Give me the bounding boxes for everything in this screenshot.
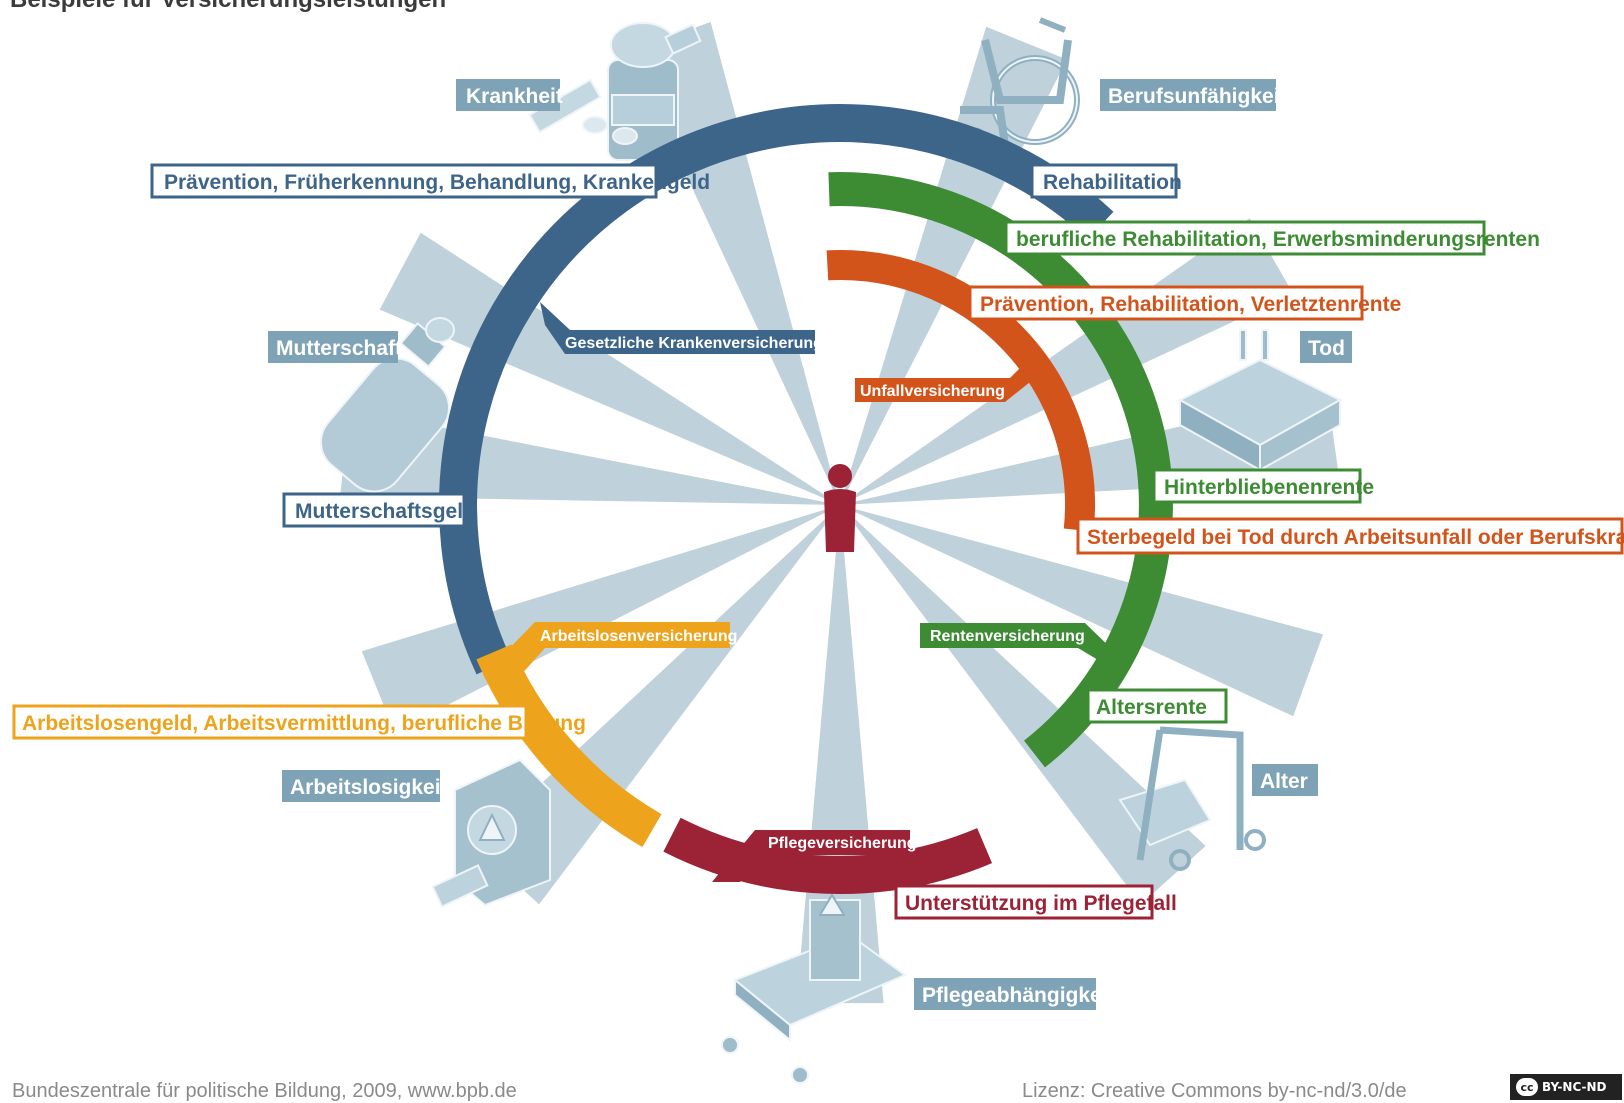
risk-tod: Tod <box>1300 331 1352 363</box>
diagram-title: Beispiele für Versicherungsleistungen <box>10 0 446 14</box>
cc-license-badge[interactable]: cc BY-NC-ND <box>1510 1074 1622 1100</box>
svg-text:Sterbegeld bei Tod durch Arbei: Sterbegeld bei Tod durch Arbeitsunfall o… <box>1087 526 1624 549</box>
svg-text:Krankheit: Krankheit <box>466 85 563 108</box>
unfallversicherung-arc <box>826 249 1096 532</box>
risk-alter: Alter <box>1252 764 1318 796</box>
light-ray <box>361 505 840 732</box>
person-icon <box>824 464 856 552</box>
svg-text:Alter: Alter <box>1260 770 1308 793</box>
tab-pflegeversicherung: Pflegeversicherung <box>712 830 917 882</box>
coffin-illustration <box>1177 329 1343 472</box>
medicine-illustration <box>528 22 702 161</box>
svg-text:Tod: Tod <box>1308 337 1345 360</box>
svg-text:Rehabilitation: Rehabilitation <box>1043 171 1182 194</box>
tab-krankenversicherung: Gesetzliche Krankenversicherung <box>540 302 823 354</box>
benefit-uv-sterbegeld: Sterbegeld bei Tod durch Arbeitsunfall o… <box>1076 517 1624 555</box>
risk-mutterschaft: Mutterschaft <box>268 331 402 363</box>
light-ray <box>474 505 840 905</box>
tab-rentenversicherung: Rentenversicherung <box>920 623 1118 672</box>
care-bed-illustration <box>721 893 908 1084</box>
benefit-rv-erwerbsminderung: berufliche Rehabilitation, Erwerbsminder… <box>1004 220 1540 256</box>
arbeitslosenversicherung-arc <box>476 644 662 848</box>
benefit-kv-rehabilitation: Rehabilitation <box>1030 163 1182 199</box>
cc-badge-text: BY-NC-ND <box>1542 1080 1607 1094</box>
pflegeversicherung-arc <box>663 817 993 894</box>
svg-text:Arbeitslosengeld, Arbeitsvermi: Arbeitslosengeld, Arbeitsvermittlung, be… <box>22 712 586 735</box>
svg-text:berufliche Rehabilitation, Erw: berufliche Rehabilitation, Erwerbsminder… <box>1016 228 1540 251</box>
svg-text:Unterstützung im Pflegefall: Unterstützung im Pflegefall <box>905 892 1177 915</box>
rentenversicherung-label: Rentenversicherung <box>930 628 1085 645</box>
light-ray <box>379 232 840 505</box>
svg-text:Hinterbliebenenrente: Hinterbliebenenrente <box>1164 476 1374 499</box>
tab-arbeitslosenversicherung: Arbeitslosenversicherung <box>498 622 737 676</box>
baby-bottle-illustration <box>320 317 455 493</box>
benefit-uv-praevention: Prävention, Rehabilitation, Verletztenre… <box>968 285 1401 321</box>
svg-text:Berufsunfähigkeit: Berufsunfähigkeit <box>1108 85 1287 108</box>
light-ray <box>840 505 1323 717</box>
washing-machine-illustration <box>431 758 551 908</box>
svg-text:Arbeitslosigkeit: Arbeitslosigkeit <box>290 776 448 799</box>
benefit-alv-arbeitslosengeld: Arbeitslosengeld, Arbeitsvermittlung, be… <box>12 704 586 740</box>
benefit-rv-altersrente: Altersrente <box>1086 688 1228 724</box>
source-credit: Bundeszentrale für politische Bildung, 2… <box>12 1080 517 1102</box>
krankenversicherung-label: Gesetzliche Krankenversicherung <box>565 335 823 352</box>
svg-text:Prävention, Früherkennung, Beh: Prävention, Früherkennung, Behandlung, K… <box>164 171 710 194</box>
benefit-kv-praevention: Prävention, Früherkennung, Behandlung, K… <box>150 163 710 199</box>
benefit-pv-pflegefall: Unterstützung im Pflegefall <box>894 884 1177 920</box>
walker-illustration <box>1118 726 1266 871</box>
risk-krankheit: Krankheit <box>456 79 563 111</box>
svg-text:Mutterschaft: Mutterschaft <box>276 337 402 360</box>
unfallversicherung-label: Unfallversicherung <box>860 383 1005 400</box>
risk-pflegeabhaengigkeit: Pflegeabhängigkeit <box>914 978 1115 1010</box>
benefit-kv-mutterschaftsgeld: Mutterschaftsgeld <box>282 492 476 528</box>
risk-arbeitslosigkeit: Arbeitslosigkeit <box>282 770 448 802</box>
tab-unfallversicherung: Unfallversicherung <box>855 358 1030 402</box>
benefit-rv-hinterbliebenenrente: Hinterbliebenenrente <box>1152 468 1374 504</box>
arbeitslosenversicherung-label: Arbeitslosenversicherung <box>540 628 737 645</box>
light-ray <box>840 505 1206 905</box>
svg-text:Altersrente: Altersrente <box>1096 696 1207 719</box>
pflegeversicherung-label: Pflegeversicherung <box>768 835 917 852</box>
svg-text:Pflegeabhängigkeit: Pflegeabhängigkeit <box>922 984 1115 1007</box>
svg-text:Prävention, Rehabilitation, Ve: Prävention, Rehabilitation, Verletztenre… <box>980 293 1401 316</box>
risk-berufsunfaehigkeit: Berufsunfähigkeit <box>1100 79 1287 111</box>
cc-icon: cc <box>1516 1078 1538 1096</box>
license-note: Lizenz: Creative Commons by-nc-nd/3.0/de <box>1022 1080 1407 1102</box>
svg-text:Mutterschaftsgeld: Mutterschaftsgeld <box>295 500 476 523</box>
